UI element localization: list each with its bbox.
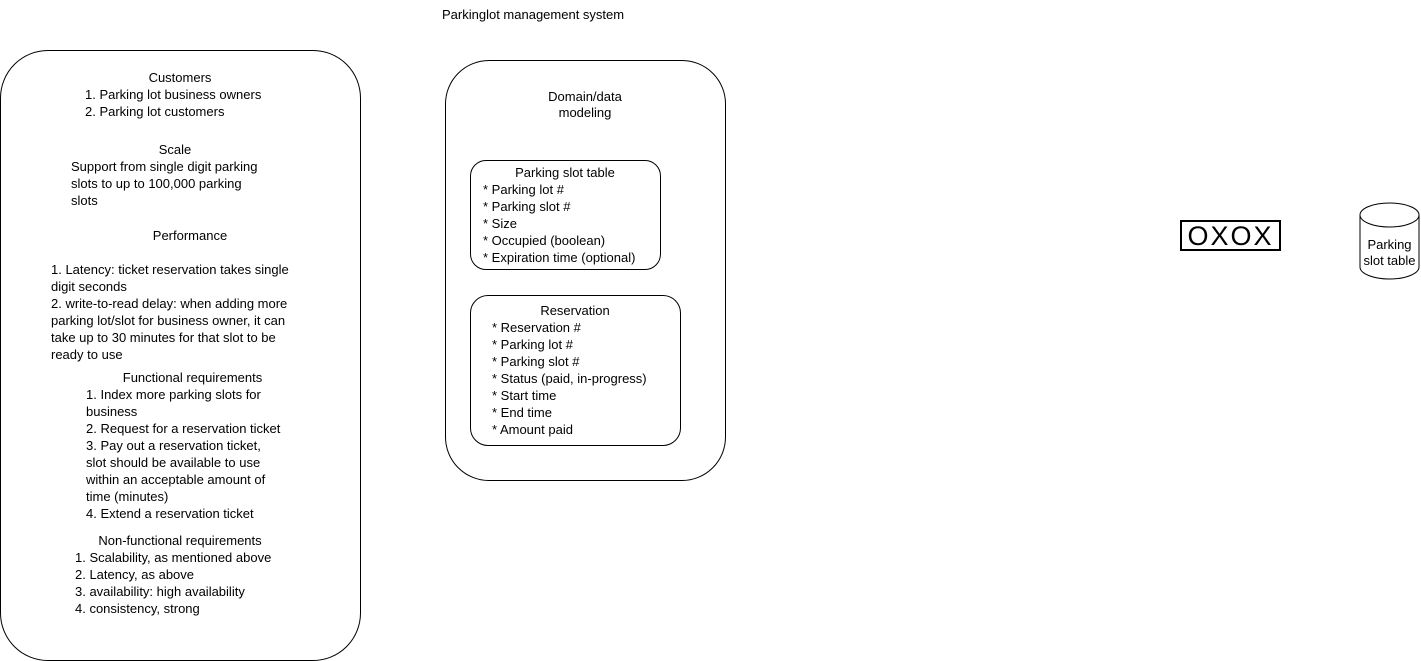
domain-heading-line2: modeling: [558, 105, 612, 120]
field: * Status (paid, in-progress): [492, 371, 647, 386]
scale-text: Support from single digit parking slots …: [71, 159, 258, 208]
parking-slot-table-fields: * Parking lot # * Parking slot # * Size …: [483, 181, 635, 266]
field: * Reservation #: [492, 320, 581, 335]
field: * Start time: [492, 388, 557, 403]
scale-heading: Scale: [158, 142, 192, 157]
reservation-fields: * Reservation # * Parking lot # * Parkin…: [492, 319, 647, 438]
functional-text: 1. Index more parking slots for business…: [86, 387, 281, 521]
field: * Amount paid: [492, 422, 573, 437]
oxox-shape[interactable]: [1180, 220, 1281, 251]
diagram-title: Parkinglot management system: [442, 7, 625, 22]
database-cylinder-icon[interactable]: [1357, 199, 1421, 283]
customers-list: 1. Parking lot business owners 2. Parkin…: [85, 86, 261, 120]
customers-heading: Customers: [148, 70, 212, 85]
field: * Parking slot #: [492, 354, 580, 369]
parking-slot-table-title: Parking slot table: [515, 165, 615, 180]
performance-text: 1. Latency: ticket reservation takes sin…: [51, 262, 289, 362]
database-label-line2: slot table: [1363, 253, 1416, 268]
reservation-title: Reservation: [540, 303, 610, 318]
customers-item: 2. Parking lot customers: [85, 104, 225, 119]
database-label-line1: Parking: [1367, 237, 1412, 252]
field: * Parking slot #: [483, 199, 571, 214]
non-functional-heading: Non-functional requirements: [98, 533, 262, 548]
functional-heading: Functional requirements: [122, 370, 263, 385]
parking-slot-table-entity[interactable]: [470, 160, 661, 270]
non-functional-text: 1. Scalability, as mentioned above 2. La…: [75, 550, 272, 616]
requirements-box[interactable]: [0, 50, 361, 661]
performance-heading: Performance: [152, 228, 228, 243]
field: * Occupied (boolean): [483, 233, 606, 248]
field: * End time: [492, 405, 552, 420]
field: * Parking lot #: [492, 337, 573, 352]
field: * Expiration time (optional): [483, 250, 636, 265]
field: * Size: [483, 216, 517, 231]
field: * Parking lot #: [483, 182, 564, 197]
customers-item: 1. Parking lot business owners: [85, 87, 262, 102]
domain-heading: Domain/data: [548, 89, 622, 104]
reservation-entity[interactable]: [470, 295, 681, 446]
oxox-label: OXOX: [1187, 221, 1274, 251]
